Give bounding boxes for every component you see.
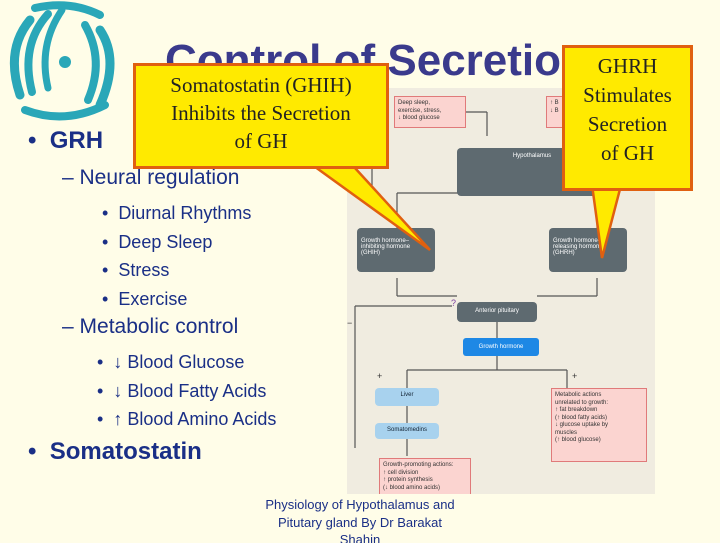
- somatostatin-label: Somatostatin: [49, 438, 202, 465]
- list-item: • Stress: [102, 260, 170, 280]
- stimuli-box: Deep sleep, exercise, stress, ↓ blood gl…: [394, 96, 466, 128]
- question-mark: ?: [451, 298, 457, 308]
- callout-somatostatin: Somatostatin (GHIH) Inhibits the Secreti…: [133, 63, 389, 169]
- neural-label: Neural regulation: [79, 166, 240, 189]
- grh-label: GRH: [49, 127, 104, 154]
- list-item: • ↓ Blood Fatty Acids: [97, 380, 267, 401]
- plus-sign: +: [572, 371, 578, 381]
- list-item: • Deep Sleep: [102, 231, 213, 252]
- liver-box: Liver: [375, 388, 439, 406]
- bullet-grh: • GRH: [28, 127, 104, 154]
- ghrh-box: Growth hormone–releasing hormone(GHRH): [549, 228, 627, 272]
- list-item: • Exercise: [102, 288, 188, 309]
- down-arrow-icon: ↓: [113, 352, 123, 372]
- down-arrow-icon: ↓: [113, 380, 123, 401]
- list-item: • Diurnal Rhythms: [102, 203, 252, 223]
- ghih-box: Growth hormone–inhibiting hormone(GHIH): [357, 228, 435, 272]
- up-arrow-icon: ↑: [113, 409, 123, 429]
- anterior-pituitary-box: Anterior pituitary: [457, 302, 537, 322]
- plus-sign: +: [377, 371, 383, 381]
- bullet-metabolic: – Metabolic control: [62, 315, 239, 338]
- growth-actions-box: Growth-promoting actions:↑ cell division…: [379, 458, 471, 494]
- hypothalamus-label: Hypothalamus: [512, 153, 552, 159]
- bullet-somatostatin: • Somatostatin: [28, 438, 202, 465]
- metabolic-label: Metabolic control: [79, 315, 239, 338]
- neural-list: • Diurnal Rhythms • Deep Sleep • Stress …: [102, 199, 251, 313]
- bullet-neural: – Neural regulation: [62, 166, 240, 189]
- logo-icon: [9, 1, 115, 121]
- minus-sign: −: [347, 318, 353, 328]
- growth-hormone-box: Growth hormone: [463, 338, 539, 356]
- callout-ghrh: GHRH Stimulates Secretion of GH: [562, 45, 693, 191]
- list-item: • ↑ Blood Amino Acids: [97, 409, 277, 429]
- footer-credit: Physiology of Hypothalamus and Pitutary …: [265, 497, 455, 543]
- metabolic-list: • ↓ Blood Glucose • ↓ Blood Fatty Acids …: [97, 348, 276, 434]
- list-item: • ↓ Blood Glucose: [97, 352, 245, 372]
- somatomedins-box: Somatomedins: [375, 423, 439, 439]
